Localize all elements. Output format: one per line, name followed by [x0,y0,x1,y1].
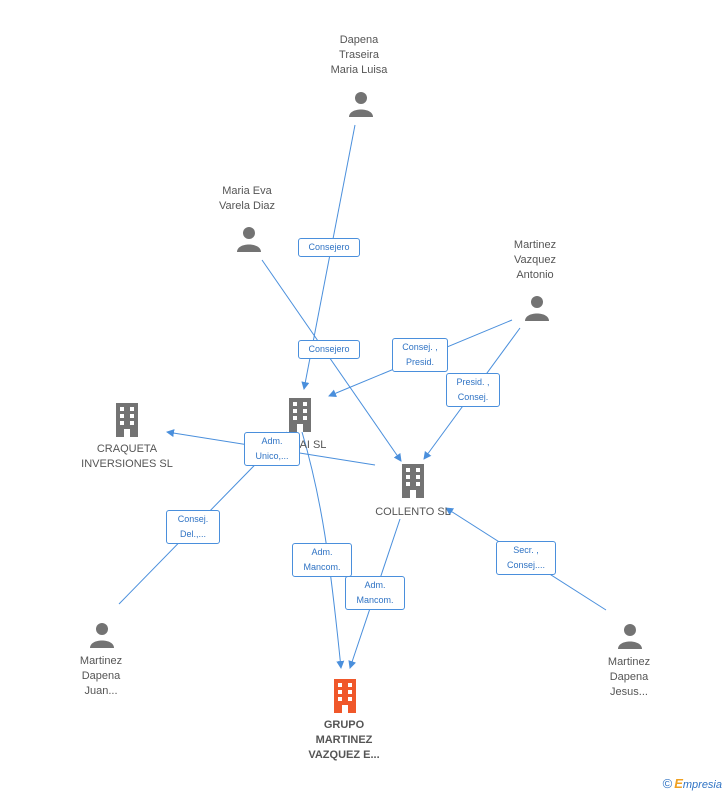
node-label-collento[interactable]: COLLENTO SL [375,506,451,518]
person-icon[interactable] [347,89,375,117]
node-label-craqueta[interactable]: CRAQUETA INVERSIONES SL [81,443,173,470]
edge-label-consej-del[interactable]: Consej. Del.,... [166,510,220,544]
edge-label-consej-presid[interactable]: Consej. , Presid. [392,338,448,372]
brand-initial: E [674,776,683,791]
edge-label-adm-mancom-2[interactable]: Adm. Mancom. [345,576,405,610]
copyright-icon: © [662,776,673,791]
node-label-martinez-jesus[interactable]: Martinez Dapena Jesus... [607,656,651,698]
building-icon[interactable] [399,464,427,498]
node-label-martinez-antonio[interactable]: Martinez Vazquez Antonio [513,239,557,281]
edge-label-secr-consej[interactable]: Secr. , Consej.... [496,541,556,575]
edge-mariaeva-to-collento [261,259,402,462]
edge-tai-to-grupo [301,431,345,669]
person-icon[interactable] [88,620,116,648]
building-icon[interactable] [113,403,141,437]
building-icon[interactable] [286,398,314,432]
person-icon[interactable] [616,621,644,649]
edge-label-consejero-1[interactable]: Consejero [298,238,360,257]
person-icon[interactable] [523,293,551,321]
person-icon[interactable] [235,224,263,252]
node-label-dapena-traseira[interactable]: Dapena Traseira Maria Luisa [330,34,388,76]
node-label-maria-eva[interactable]: Maria Eva Varela Diaz [218,185,276,212]
edge-label-consejero-2[interactable]: Consejero [298,340,360,359]
empresia-watermark: ©Empresia [663,776,722,791]
node-label-martinez-juan[interactable]: Martinez Dapena Juan... [79,655,123,697]
building-icon[interactable] [331,679,359,713]
node-label-grupo[interactable]: GRUPO MARTINEZ VAZQUEZ E... [308,719,380,761]
edge-label-adm-unico[interactable]: Adm. Unico,... [244,432,300,466]
brand-name: mpresia [682,779,722,791]
edge-label-presid-consej[interactable]: Presid. , Consej. [446,373,500,407]
edge-label-adm-mancom-1[interactable]: Adm. Mancom. [292,543,352,577]
